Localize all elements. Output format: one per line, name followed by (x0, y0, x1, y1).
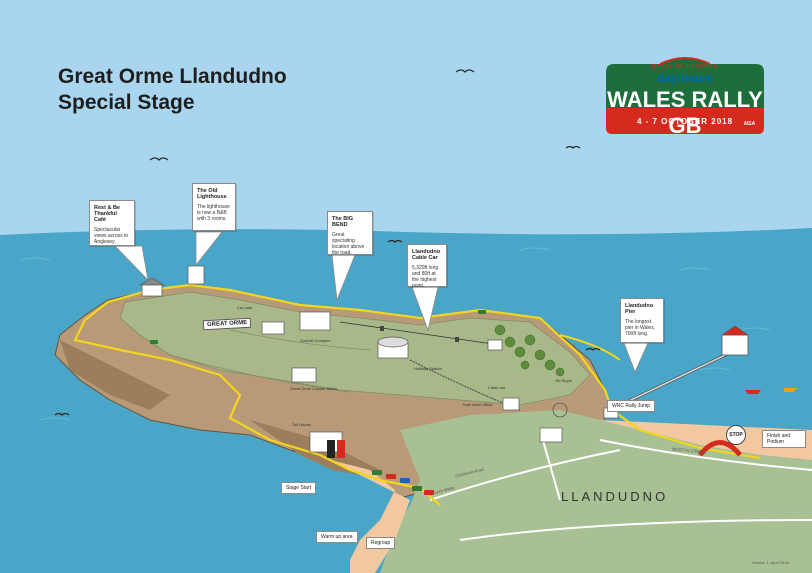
seagulls (54, 69, 601, 416)
callout-rest-title: Rest & Be Thankful Café (94, 205, 120, 223)
label-tram: Tram ticket office (462, 402, 493, 407)
callout-pier-body: The longest pier in Wales, 700ft long. (625, 319, 656, 337)
pier (609, 325, 749, 412)
map-title-line1: Great Orme Llandudno (58, 65, 287, 88)
tag-stage-start: Stage Start (281, 482, 317, 494)
logo-org: MSA (744, 121, 756, 127)
stop-sign: STOP (726, 425, 746, 445)
callout-cablecar-body: 5,320ft long and 80ft at the highest poi… (412, 265, 439, 289)
boats (745, 388, 797, 394)
version-note: Version 1, April 2018 (752, 560, 789, 565)
callout-cablecar-title: Llandudno Cable Car (412, 249, 441, 261)
wales-rally-logo: RALLY OF LEGENDS dayinsure WALES RALLY G… (606, 57, 764, 138)
buildings (138, 265, 619, 453)
label-toll: Toll House (292, 422, 311, 427)
callout-bigbend-title: The BIG BEND (332, 216, 354, 228)
callout-lighthouse-title: The Old Lighthouse (197, 188, 227, 200)
label-cable-car: Cable car (488, 385, 506, 390)
label-car-park: Car park (237, 305, 253, 310)
ferris-wheel (552, 402, 568, 418)
rally-route-south (73, 301, 441, 506)
callout-rest-cafe: Rest & Be Thankful Café Spectacular view… (89, 200, 135, 246)
town-label: LLANDUDNO (561, 489, 669, 504)
tag-wrc-jump: WRC Rally Jump (607, 400, 656, 412)
callout-rest-body: Spectacular views across to Anglesey. (94, 227, 129, 245)
label-copper-mines: Great Orme Copper Mines (290, 386, 338, 391)
streets (429, 429, 812, 541)
callout-lighthouse: The Old Lighthouse The lighthouse is now… (192, 183, 236, 231)
tag-regroup: Regroup (366, 537, 396, 549)
callout-pier: Llandudno Pier The longest pier in Wales… (620, 298, 664, 343)
label-halfway: Halfway Station (414, 366, 442, 371)
callout-lighthouse-body: The lighthouse is now a B&B with 3 rooms… (197, 204, 230, 222)
checkered-flags (327, 440, 345, 458)
map-title: Great Orme Llandudno Special Stage (58, 64, 287, 116)
sea-ripples (19, 247, 771, 421)
tag-finish: Finish and Podium (762, 430, 806, 448)
trees (494, 324, 565, 377)
callout-big-bend: The BIG BEND Great spectating location a… (327, 211, 373, 256)
logo-badge (606, 57, 764, 134)
finish-arch (698, 440, 742, 457)
tag-warm-up: Warm up area (316, 531, 358, 543)
ridge-lines (169, 329, 371, 393)
rally-route-east (559, 334, 621, 361)
label-summit: Summit Complex (300, 338, 331, 343)
rally-cars (150, 310, 486, 495)
map-title-line2: Special Stage (58, 91, 195, 114)
callout-pointers (114, 231, 649, 374)
callout-cable-car: Llandudno Cable Car 5,320ft long and 80f… (407, 244, 447, 289)
logo-name: WALES RALLY GB (607, 87, 763, 138)
logo-sponsor: dayinsure (656, 71, 714, 85)
cable-car-line (339, 321, 501, 346)
callout-pier-title: Llandudno Pier (625, 303, 654, 315)
logo-top-text: RALLY OF LEGENDS (651, 64, 718, 70)
callout-bigbend-body: Great spectating location above the road… (332, 232, 365, 256)
west-sea (0, 470, 400, 573)
logo-dates: 4 - 7 OCTOBER 2018 (636, 117, 734, 126)
beach (600, 420, 812, 460)
label-ski: Ski Slope (555, 378, 572, 383)
